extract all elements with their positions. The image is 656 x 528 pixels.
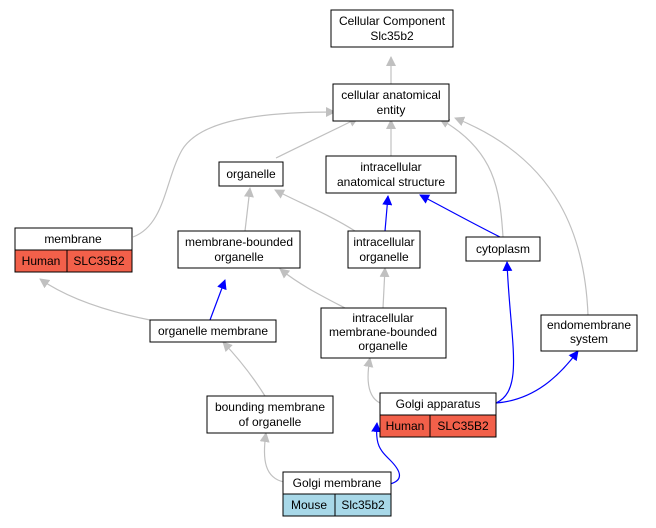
edge-om-to-mbo (209, 279, 227, 321)
edge-om-to-membrane (39, 278, 151, 321)
node-mbo-line1: membrane-bounded (185, 235, 293, 249)
node-ga-label: Golgi apparatus (396, 397, 481, 411)
edge-organelle-to-cae (275, 117, 359, 159)
edge-imbo-to-io (379, 267, 390, 309)
node-organelle[interactable]: organelle (218, 161, 284, 187)
node-om-label: organelle membrane (158, 324, 268, 338)
node-ga-species: Human (386, 419, 425, 433)
node-golgi-membrane[interactable]: Golgi membrane Mouse Slc35b2 (282, 471, 392, 517)
node-golgi-apparatus[interactable]: Golgi apparatus Human SLC35B2 (379, 392, 497, 438)
node-membrane-bounded-organelle[interactable]: membrane-bounded organelle (177, 230, 301, 269)
node-cytoplasm-label: cytoplasm (476, 242, 530, 256)
node-intracellular-anatomical-structure[interactable]: intracellular anatomical structure (325, 155, 457, 194)
edge-ga-to-imbo (363, 357, 381, 404)
node-cytoplasm[interactable]: cytoplasm (465, 236, 541, 262)
node-es-line1: endomembrane (547, 318, 631, 332)
node-cellular-component-line1: Cellular Component (339, 14, 446, 28)
node-endomembrane-system[interactable]: endomembrane system (540, 314, 638, 352)
node-imbo-line1: intracellular (352, 311, 413, 325)
node-membrane-gene: SLC35B2 (73, 254, 125, 268)
node-organelle-label: organelle (226, 167, 276, 181)
edge-io-to-ias (382, 195, 393, 232)
edge-membrane-to-cae (132, 107, 336, 238)
node-gm-species: Mouse (291, 498, 327, 512)
node-gm-gene: Slc35b2 (341, 498, 385, 512)
edge-bm-to-om (222, 341, 266, 397)
node-cellular-component[interactable]: Cellular Component Slc35b2 (330, 9, 454, 48)
edge-io-to-organelle (274, 189, 356, 232)
node-imbo-line3: organelle (358, 339, 408, 353)
edge-cytoplasm-to-cae (439, 118, 504, 238)
node-bm-line1: bounding membrane (215, 400, 325, 414)
edge-mbo-to-organelle (243, 187, 254, 232)
edge-gm-to-bm (259, 432, 285, 483)
node-gm-label: Golgi membrane (293, 476, 382, 490)
edge-imbo-to-mbo (279, 268, 346, 309)
edge-ga-to-endomembrane (495, 350, 579, 404)
node-gm-gene-cell (334, 493, 392, 517)
node-membrane-gene-cell (66, 249, 133, 273)
node-imbo-line2: membrane-bounded (329, 325, 437, 339)
node-ias-line2: anatomical structure (337, 175, 445, 189)
node-bm-line2: of organelle (239, 415, 302, 429)
node-membrane-species: Human (22, 254, 61, 268)
node-es-line2: system (570, 332, 608, 346)
node-cellular-anatomical-entity[interactable]: cellular anatomical entity (332, 83, 450, 122)
edge-endomembrane-to-cae (454, 116, 589, 316)
node-io-line1: intracellular (353, 235, 414, 249)
node-ga-gene: SLC35B2 (437, 419, 489, 433)
node-ias-line1: intracellular (360, 160, 421, 174)
node-cae-line2: entity (377, 103, 406, 117)
node-bounding-membrane-of-organelle[interactable]: bounding membrane of organelle (206, 395, 334, 434)
node-organelle-membrane[interactable]: organelle membrane (149, 319, 277, 343)
node-cae-line1: cellular anatomical (341, 88, 440, 102)
node-intracellular-membrane-bounded-organelle[interactable]: intracellular membrane-bounded organelle (320, 307, 447, 359)
edge-cytoplasm-to-ias (419, 194, 501, 238)
edge-ga-to-cytoplasm (495, 261, 515, 404)
node-membrane[interactable]: membrane Human SLC35B2 (14, 227, 133, 273)
node-io-line2: organelle (359, 250, 409, 264)
node-ga-gene-cell (429, 414, 497, 438)
edges (39, 56, 589, 485)
node-intracellular-organelle[interactable]: intracellular organelle (347, 230, 421, 269)
node-mbo-line2: organelle (214, 250, 264, 264)
node-cellular-component-line2: Slc35b2 (370, 29, 414, 43)
edge-gm-to-ga (371, 422, 400, 485)
node-membrane-label: membrane (44, 232, 102, 246)
